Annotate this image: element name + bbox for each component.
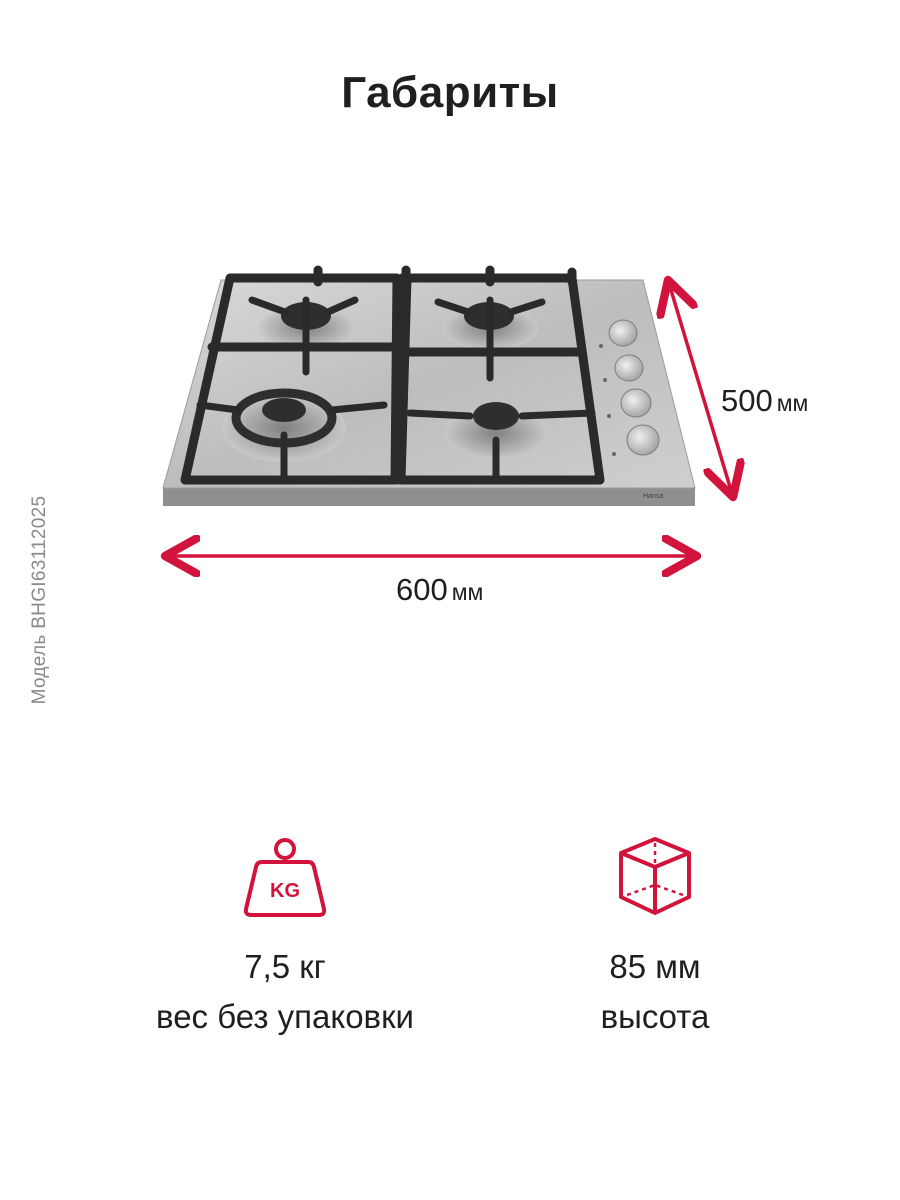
- burner-icon: [262, 398, 306, 422]
- width-value: 600: [396, 572, 448, 607]
- height-label: высота: [600, 998, 710, 1035]
- gas-hob-image: Hansa: [0, 265, 900, 650]
- depth-arrow: [668, 280, 733, 497]
- height-value: 85 мм: [609, 948, 701, 985]
- depth-unit: мм: [776, 390, 809, 416]
- control-knobs: [599, 319, 660, 456]
- weight-icon-text: KG: [270, 880, 300, 902]
- burner-icon: [473, 402, 519, 430]
- weight-kg-icon: KG: [243, 838, 327, 917]
- weight-value: 7,5 кг: [244, 948, 326, 985]
- knob-icon: [614, 354, 644, 382]
- hob-front-edge: [163, 488, 695, 506]
- height-spec: 85 мм высота: [530, 835, 780, 1037]
- hob-top-panel: [162, 279, 696, 489]
- knob-icon: [608, 319, 638, 347]
- knob-icon: [620, 388, 652, 418]
- weight-label: вес без упаковки: [156, 998, 414, 1035]
- weight-spec: KG 7,5 кг вес без упаковки: [120, 835, 450, 1037]
- brand-mark: Hansa: [643, 493, 663, 500]
- grates: [180, 265, 605, 485]
- depth-value: 500: [721, 383, 773, 418]
- width-unit: мм: [451, 579, 484, 605]
- box-dimensions-icon: [619, 837, 691, 915]
- knob-icon: [626, 424, 660, 456]
- page-title: Габариты: [341, 68, 559, 117]
